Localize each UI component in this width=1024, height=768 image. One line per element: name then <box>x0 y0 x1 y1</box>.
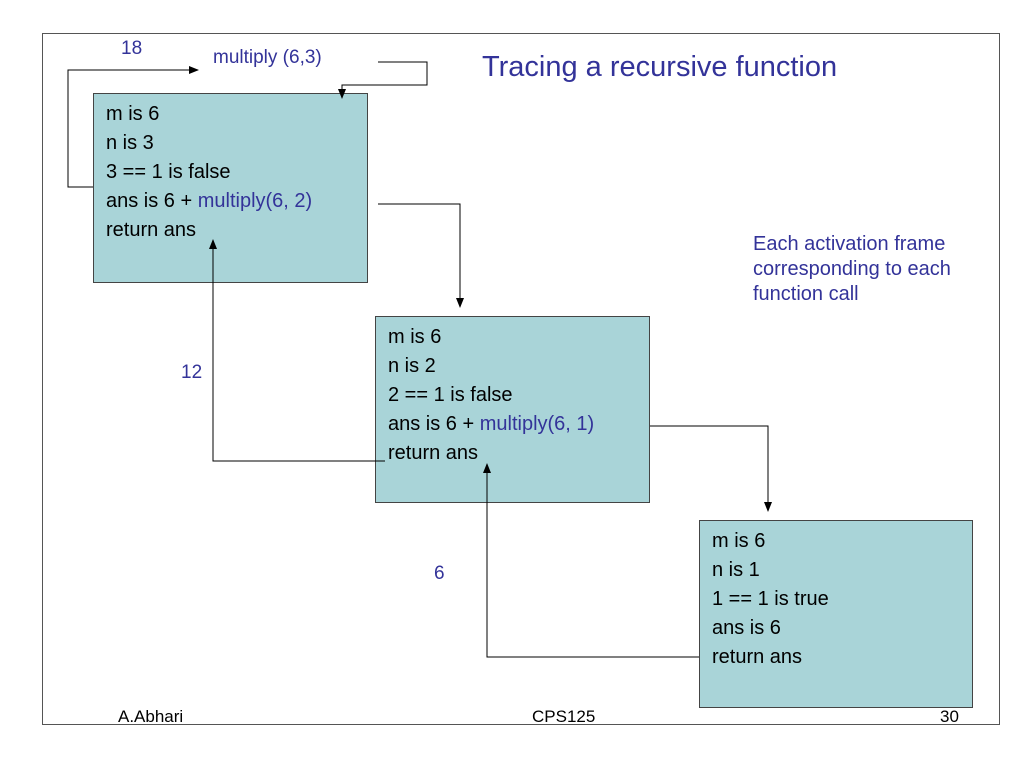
frame-return-line: return ans <box>106 219 197 241</box>
frame-ans-line: ans is 6 <box>712 614 972 643</box>
slide-border <box>42 33 1000 725</box>
initial-call-label: multiply (6,3) <box>213 47 322 68</box>
return-value-12: 12 <box>181 362 203 383</box>
frame-return-line: return ans <box>712 646 803 668</box>
frame-line: n is 3 <box>106 132 154 154</box>
ans-prefix: ans is 6 + <box>388 413 480 435</box>
frame-line: 2 == 1 is false <box>388 384 513 406</box>
frame-line: m is 6 <box>388 326 442 348</box>
return-value-6: 6 <box>434 563 445 584</box>
frame-ans-line: ans is 6 + multiply(6, 2) <box>106 187 367 216</box>
activation-frame-2: m is 6 n is 2 2 == 1 is false ans is 6 +… <box>375 316 650 503</box>
frame-line: 3 == 1 is false <box>106 161 231 183</box>
ans-prefix: ans is 6 <box>712 617 781 639</box>
activation-frame-1: m is 6 n is 3 3 == 1 is false ans is 6 +… <box>93 93 368 283</box>
frame-ans-line: ans is 6 + multiply(6, 1) <box>388 410 649 439</box>
frame-line: n is 2 <box>388 355 436 377</box>
recursive-call-text: multiply(6, 1) <box>479 413 595 435</box>
frame-line: m is 6 <box>106 103 160 125</box>
frame-return-line: return ans <box>388 442 479 464</box>
return-value-18: 18 <box>121 38 143 59</box>
recursive-call-text: multiply(6, 2) <box>197 190 313 212</box>
activation-frame-note: Each activation frame corresponding to e… <box>753 233 951 305</box>
frame-line: 1 == 1 is true <box>712 588 829 610</box>
frame-line: m is 6 <box>712 530 766 552</box>
slide-title: Tracing a recursive function <box>482 51 838 83</box>
activation-frame-3: m is 6 n is 1 1 == 1 is true ans is 6 re… <box>699 520 973 708</box>
footer-page-number: 30 <box>940 707 959 726</box>
ans-prefix: ans is 6 + <box>106 190 198 212</box>
footer-author: A.Abhari <box>118 707 184 726</box>
footer-course: CPS125 <box>532 707 596 726</box>
frame-line: n is 1 <box>712 559 760 581</box>
